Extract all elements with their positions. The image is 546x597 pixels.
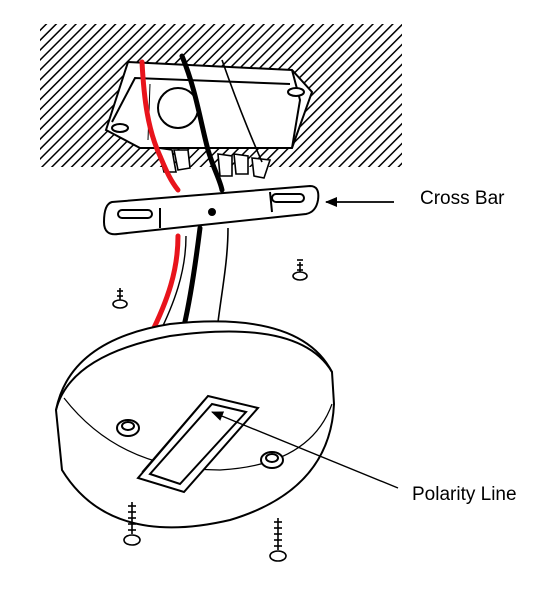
polarity-line-arrow <box>211 411 399 489</box>
fixture-base-icon <box>54 320 336 529</box>
neutral-wire-upper <box>179 53 225 193</box>
screw-icon <box>292 259 308 281</box>
cross-bar-label: Cross Bar <box>420 188 505 209</box>
hot-wire-upper <box>139 59 181 193</box>
white-wire-lower <box>217 227 229 323</box>
polarity-line-label: Polarity Line <box>412 484 517 505</box>
neutral-wire-lower <box>181 225 203 329</box>
screw-icon <box>123 502 141 546</box>
wire-nuts <box>156 147 272 179</box>
screw-icon <box>269 518 287 562</box>
junction-box-icon <box>104 60 314 149</box>
cross-bar-icon <box>102 184 320 236</box>
white-wire-upper <box>221 59 263 163</box>
screw-icon <box>112 288 128 309</box>
hot-wire-lower <box>147 233 181 339</box>
